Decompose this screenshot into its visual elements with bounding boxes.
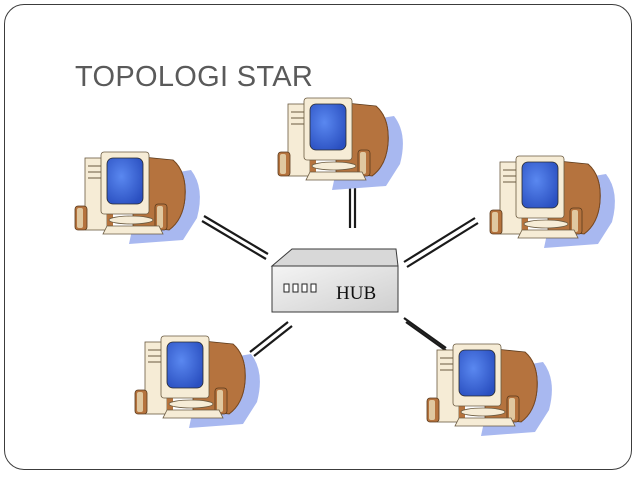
hub-label: HUB [336, 283, 376, 304]
hub-port-lights [283, 283, 317, 293]
hub-device: HUB [270, 248, 399, 313]
cable-upper-right [403, 217, 479, 268]
computer-lower-left [134, 335, 261, 429]
computer-upper-right [489, 155, 616, 249]
cable-lower-right [403, 317, 449, 353]
cable-lower-left [249, 321, 293, 357]
slide-title: TOPOLOGI STAR [75, 61, 314, 93]
computer-lower-right [426, 343, 553, 437]
computer-upper-left [74, 151, 201, 245]
computer-top [277, 97, 404, 191]
cable-upper-left [201, 215, 269, 260]
